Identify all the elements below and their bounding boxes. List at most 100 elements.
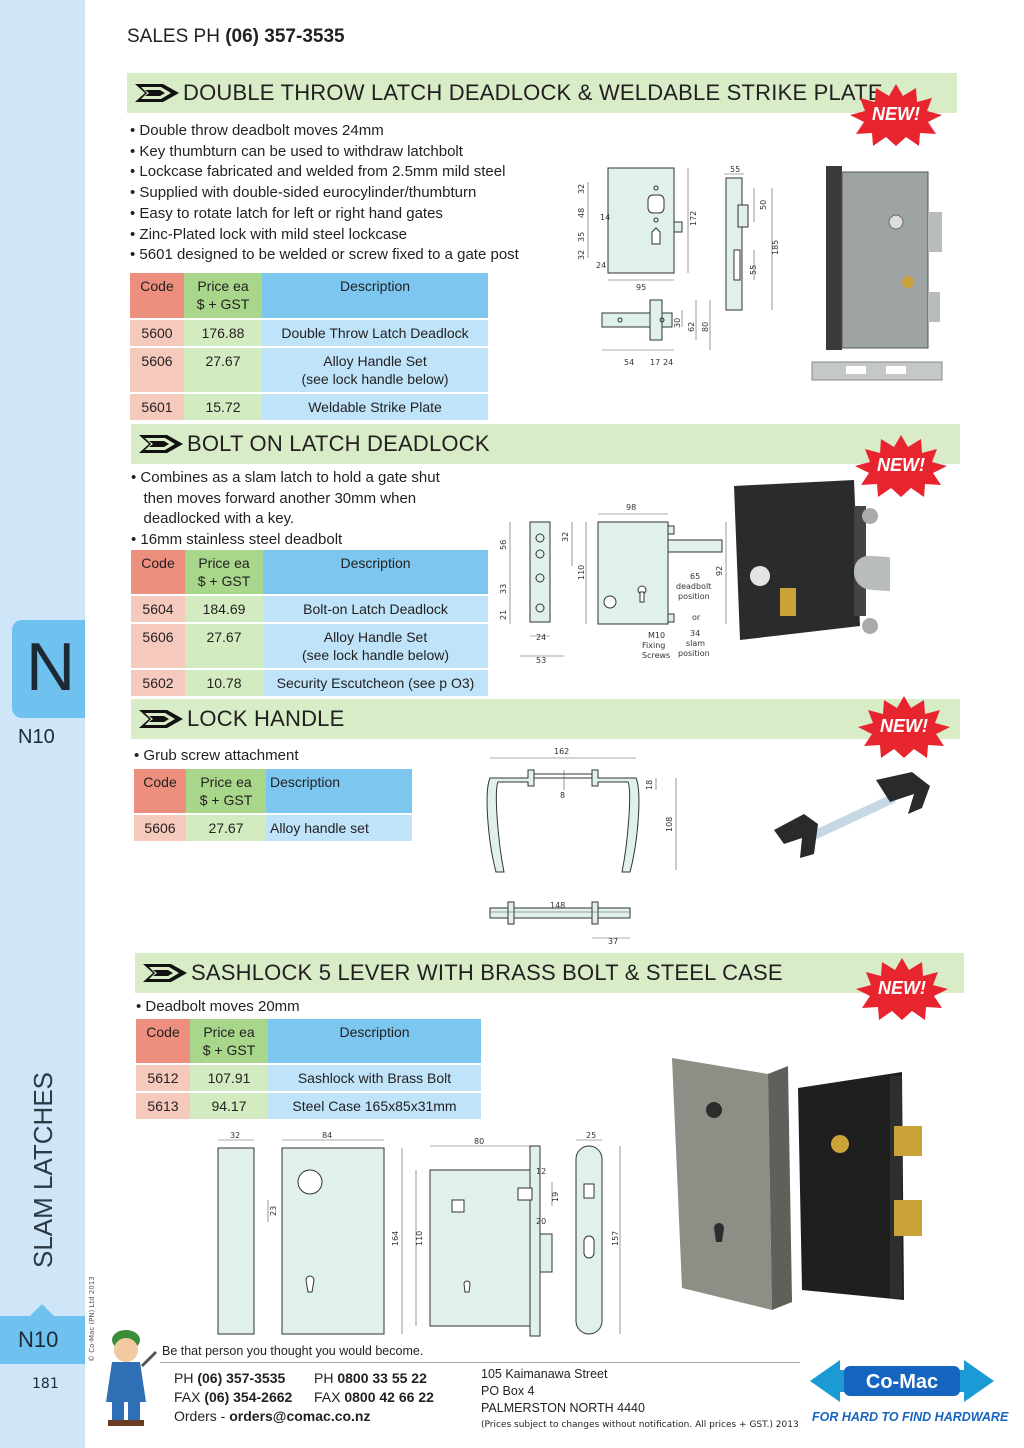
orders-email[interactable]: orders@comac.co.nz: [229, 1408, 371, 1424]
ph-label: PH: [314, 1370, 338, 1386]
new-badge: NEW!: [856, 958, 948, 1020]
table-header-description: Description: [262, 273, 488, 320]
new-badge-label: NEW!: [880, 716, 928, 736]
section-tab: N: [12, 620, 85, 718]
phone-number-freephone: 0800 33 55 22: [337, 1370, 427, 1386]
dim-label: 24: [536, 633, 546, 642]
mascot-illustration: [106, 1330, 158, 1426]
product-photo-handle: [774, 772, 930, 858]
table-header-description: Description: [266, 769, 412, 815]
category-label: SLAM LATCHES: [28, 1071, 58, 1268]
section-tab-letter: N: [26, 629, 76, 705]
list-item: • Double throw deadbolt moves 24mm: [130, 122, 384, 139]
table-header-description: Description: [263, 550, 488, 596]
dim-label: 18: [645, 780, 654, 790]
sidebar: [0, 0, 85, 1448]
list-item: • Key thumbturn can be used to withdraw …: [130, 142, 463, 160]
cell-price: 15.72: [184, 393, 262, 422]
dim-label: 19: [551, 1192, 560, 1202]
comac-logo: Co-Mac: [810, 1360, 994, 1402]
dim-label: 92: [715, 566, 724, 576]
cell-description: Bolt-on Latch Deadlock: [263, 595, 488, 624]
technical-drawing-deadlock: 32 48 14 35 32 24 95 172 55 50 185 55 30…: [577, 165, 780, 367]
dim-label: 34: [690, 629, 700, 638]
dim-label: 56: [499, 540, 508, 550]
cell-description: Alloy handle set: [266, 814, 412, 843]
footer-contact-col-2: PH 0800 33 55 22 FAX 0800 42 66 22: [314, 1369, 434, 1407]
technical-drawing-sashlock: 32 84 23 164 80 12 19 20 110 25 157: [217, 1131, 621, 1337]
dim-label: 84: [322, 1131, 332, 1140]
table-header-price: Price ea $ + GST: [184, 273, 262, 320]
table-row: 5606 27.67 Alloy handle set: [134, 814, 412, 843]
dim-label: or: [692, 613, 701, 622]
arrow-icon: [135, 84, 179, 102]
sales-label: SALES PH: [127, 26, 226, 47]
list-item: • Lockcase fabricated and welded from 2.…: [130, 163, 506, 181]
dim-label: 14: [600, 213, 610, 222]
new-badge: NEW!: [858, 696, 950, 758]
dim-label: 37: [608, 937, 618, 946]
feature-list: • Combines as a slam latch to hold a gat…: [131, 468, 440, 551]
dim-label: 172: [689, 211, 698, 226]
new-badge-label: NEW!: [878, 978, 926, 998]
list-item: • Combines as a slam latch to hold a gat…: [131, 469, 440, 486]
cell-description: Security Escutcheon (see p O3): [263, 669, 488, 698]
cell-code: 5606: [131, 623, 185, 670]
new-badge: NEW!: [850, 84, 942, 146]
section-title: LOCK HANDLE: [187, 706, 345, 731]
dim-label: 24: [596, 261, 606, 270]
logo-tagline: FOR HARD TO FIND HARDWARE: [812, 1410, 1009, 1424]
dim-label: 54: [624, 358, 634, 367]
table-row: 5602 10.78 Security Escutcheon (see p O3…: [131, 669, 488, 698]
new-badge-label: NEW!: [877, 455, 925, 475]
ph-label: PH: [174, 1370, 198, 1386]
cell-price: 176.88: [184, 319, 262, 348]
dim-label: 162: [554, 747, 569, 756]
starburst-icon: [850, 84, 942, 146]
dim-label: 80: [474, 1137, 484, 1146]
footer-address: 105 Kaimanawa Street PO Box 4 PALMERSTON…: [481, 1366, 645, 1417]
cell-price: 94.17: [190, 1092, 268, 1121]
fax-number: (06) 354-2662: [204, 1389, 293, 1405]
cell-description: Alloy Handle Set (see lock handle below): [262, 347, 488, 394]
fax-number-freephone: 0800 42 66 22: [344, 1389, 434, 1405]
starburst-icon: [856, 958, 948, 1020]
table-header-code: Code: [130, 273, 184, 320]
section-title: DOUBLE THROW LATCH DEADLOCK & WELDABLE S…: [183, 80, 883, 105]
dim-label: M10: [648, 631, 665, 640]
cell-code: 5613: [136, 1092, 190, 1121]
new-badge: NEW!: [855, 435, 947, 497]
dim-label: position: [678, 649, 710, 658]
dim-label: 30: [673, 318, 682, 328]
cell-price: 107.91: [190, 1064, 268, 1093]
list-item: • 5601 designed to be welded or screw fi…: [130, 246, 519, 264]
new-badge-label: NEW!: [872, 104, 920, 124]
dim-label: 95: [636, 283, 646, 292]
dim-label: Fixing: [642, 641, 665, 650]
starburst-icon: [858, 696, 950, 758]
dim-label: 80: [701, 322, 710, 332]
dim-label: 32: [577, 184, 586, 194]
dim-label: 25: [586, 1131, 596, 1140]
list-item: • Supplied with double-sided eurocylinde…: [130, 184, 477, 202]
feature-list: • Double throw deadbolt moves 24mm • Key…: [130, 121, 519, 266]
list-item: • Easy to rotate latch for left or right…: [130, 204, 443, 222]
starburst-icon: [855, 435, 947, 497]
page-number: 181: [32, 1376, 59, 1392]
table-header-description: Description: [268, 1019, 481, 1065]
list-item: • Zinc-Plated lock with mild steel lockc…: [130, 225, 408, 243]
product-photo-deadlock: [811, 166, 943, 381]
price-table: Code Price ea $ + GST Description 5606 2…: [134, 769, 412, 843]
dim-label: 24: [663, 358, 673, 367]
dim-label: 108: [665, 817, 674, 832]
price-table: Code Price ea $ + GST Description 5612 1…: [136, 1019, 481, 1121]
dim-label: 35: [577, 232, 586, 242]
cell-code: 5602: [131, 669, 185, 698]
dim-label: slam: [686, 639, 705, 648]
dim-label: 53: [536, 656, 546, 665]
cell-description: Steel Case 165x85x31mm: [268, 1092, 481, 1121]
feature-list: • Deadbolt moves 20mm: [136, 997, 300, 1018]
dim-label: 98: [626, 503, 636, 512]
arrow-icon: [139, 435, 183, 453]
cell-price: 10.78: [185, 669, 263, 698]
